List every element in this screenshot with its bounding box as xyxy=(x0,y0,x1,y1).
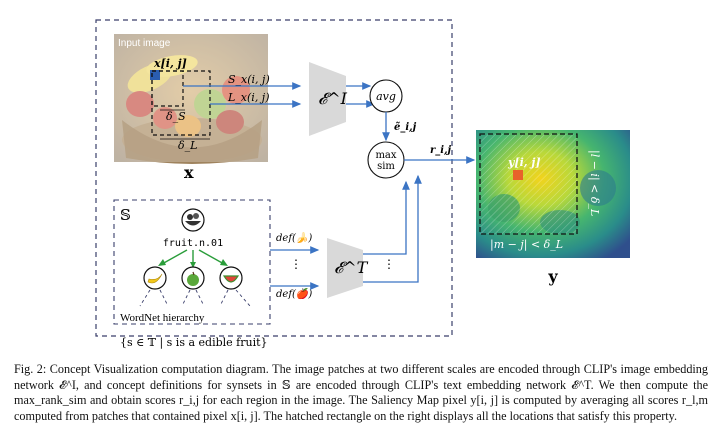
image-encoder-label: 𝓔^I xyxy=(318,89,348,108)
text-encoder-arrow-2 xyxy=(363,174,422,283)
output-pixel-label: y[i, j] xyxy=(507,156,541,169)
pixel-label: x[i, j] xyxy=(153,57,187,70)
apple-icon xyxy=(181,266,205,290)
text-encoder xyxy=(327,238,363,298)
def-banana-label: def(🍌) xyxy=(276,231,312,244)
def-apple-label: def(🍎) xyxy=(276,287,312,300)
hierarchy-edge-banana xyxy=(161,249,188,265)
hatch-condition-bottom: |m − j| < δ_L xyxy=(490,238,563,252)
root-synset-label: fruit.n.01 xyxy=(163,238,223,249)
figure-caption: Fig. 2: Concept Visualization computatio… xyxy=(14,362,708,423)
text-encoder-label: 𝓔^T xyxy=(334,258,369,277)
image-encoder xyxy=(309,62,346,136)
score-label: r_i,j xyxy=(430,145,452,156)
text-encoder-arrow-1 xyxy=(363,180,410,255)
s-score-label: S_x(i, j) xyxy=(228,73,270,86)
hatch-condition-side: |l − i| < δ_L xyxy=(587,150,601,216)
left-panel-frame xyxy=(95,19,453,337)
delta-s-label: δ_S xyxy=(166,110,186,123)
hierarchy-label: WordNet hierarchy xyxy=(120,312,205,324)
diagram-canvas: Input image x[i, j] δ_S δ_L S_x(i, j) L_… xyxy=(95,19,630,350)
descendant-edges xyxy=(139,289,251,307)
output-var-label: y xyxy=(547,267,558,286)
hierarchy-frame xyxy=(113,199,271,325)
input-image xyxy=(114,34,268,164)
output-pixel-marker xyxy=(513,170,523,180)
delta-l-label: δ_L xyxy=(178,139,197,152)
hatched-region xyxy=(479,133,578,235)
l-score-label: L_x(i, j) xyxy=(227,91,270,104)
encoder-ellipsis: ⋮ xyxy=(383,257,395,271)
saliency-map xyxy=(476,130,630,258)
max-sim-label-line2: sim xyxy=(377,161,395,172)
def-ellipsis: ⋮ xyxy=(290,257,302,271)
banana-icon xyxy=(143,266,167,290)
watermelon-icon xyxy=(219,266,243,290)
max-sim-label-line1: max xyxy=(375,150,396,161)
set-builder-label: {s ∈ 𝕋 | s is a edible fruit} xyxy=(120,336,268,350)
large-patch xyxy=(151,70,211,136)
pixel-marker xyxy=(150,70,160,80)
fruit-bowl-icon xyxy=(181,208,205,232)
input-image-label: Input image xyxy=(118,38,171,49)
hierarchy-edge-watermelon xyxy=(198,249,225,265)
avg-label: avg xyxy=(376,90,396,103)
embedding-label: ẽ_i,j xyxy=(394,122,417,133)
image-var-label: x xyxy=(184,163,194,182)
synset-set-label: 𝕊 xyxy=(120,206,131,224)
